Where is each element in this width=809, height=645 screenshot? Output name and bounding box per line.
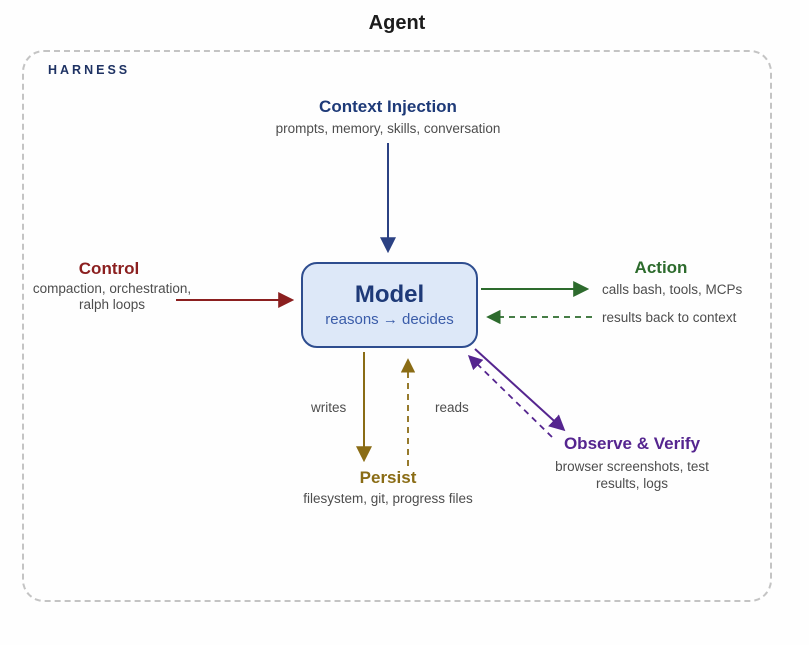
control-subtitle-line1: compaction, orchestration, — [32, 281, 192, 296]
persist-writes-label: writes — [311, 400, 347, 415]
model-node: Model reasons → decides — [301, 262, 478, 348]
action-back-label: results back to context — [602, 310, 737, 325]
observe-title: Observe & Verify — [563, 434, 701, 453]
control-subtitle-line2: ralph loops — [78, 297, 146, 312]
model-subtitle: reasons → decides — [325, 311, 454, 328]
action-out-label: calls bash, tools, MCPs — [602, 282, 743, 297]
harness-label: HARNESS — [48, 63, 131, 77]
page-title: Agent — [368, 12, 426, 34]
model-title: Model — [354, 281, 425, 308]
context-injection-subtitle: prompts, memory, skills, conversation — [275, 121, 501, 136]
persist-title: Persist — [359, 468, 417, 487]
harness-boundary — [22, 50, 772, 602]
observe-subtitle-line2: results, logs — [595, 476, 669, 491]
context-injection-title: Context Injection — [319, 97, 457, 116]
action-title: Action — [634, 258, 688, 277]
persist-subtitle: filesystem, git, progress files — [303, 491, 473, 506]
persist-reads-label: reads — [435, 400, 469, 415]
control-title: Control — [78, 259, 140, 278]
observe-subtitle-line1: browser screenshots, test — [555, 459, 709, 474]
